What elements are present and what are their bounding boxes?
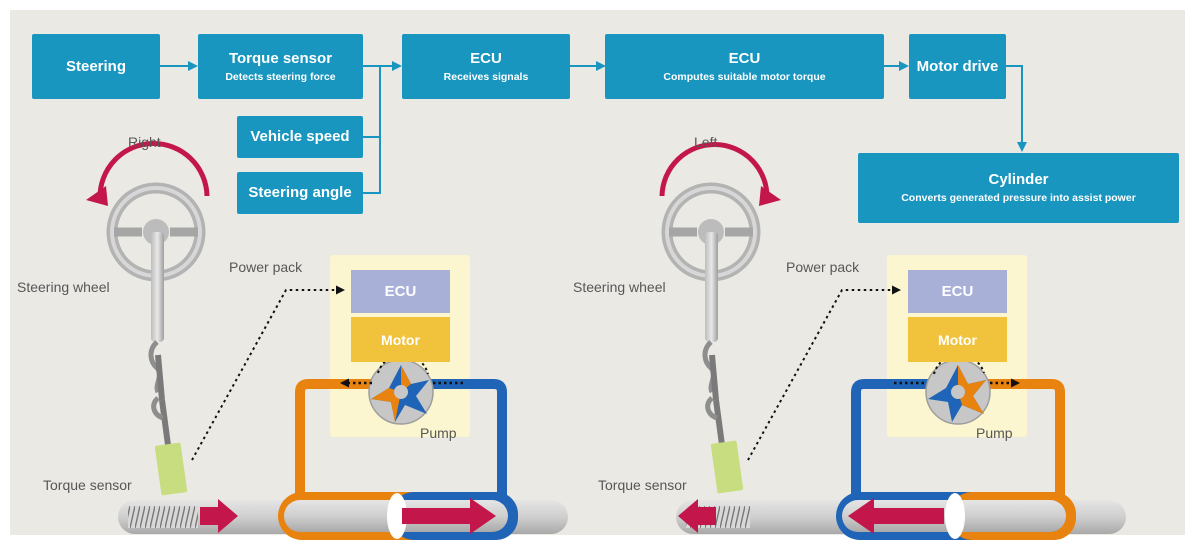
cylinder-sub: Converts generated pressure into assist … <box>901 192 1136 204</box>
rack-arrow-left-big <box>402 498 496 534</box>
rack-arrow-right-big <box>848 498 944 534</box>
vehicle-speed-label: Vehicle speed <box>250 128 350 145</box>
power-pack-label-right: Power pack <box>786 259 860 275</box>
motor-drive-label: Motor drive <box>916 57 999 75</box>
torque-sensor-right <box>710 440 744 494</box>
steering-wheel-label-left: Steering wheel <box>17 279 110 295</box>
direction-label-right: Left <box>694 134 718 150</box>
rack-arrow-right-small <box>678 499 716 533</box>
ecu-compute-box: ECU Computes suitable motor torque <box>605 34 884 99</box>
torque-sensor-title: Torque sensor <box>228 49 333 67</box>
ecu-receive-box: ECU Receives signals <box>402 34 570 99</box>
power-pack-label-left: Power pack <box>229 259 303 275</box>
steering-wheel-label-right: Steering wheel <box>573 279 666 295</box>
rack-arrow-left-small <box>200 499 238 533</box>
flow-connectors <box>160 61 1027 194</box>
ecu-compute-title: ECU <box>728 49 761 67</box>
vehicle-speed-box: Vehicle speed <box>237 116 363 158</box>
rotation-arrowhead-left <box>86 186 108 206</box>
ecu-compute-sub: Computes suitable motor torque <box>663 70 826 83</box>
steering-angle-box: Steering angle <box>237 172 363 214</box>
motor-drive-box: Motor drive <box>909 34 1006 99</box>
cylinder-box: Cylinder Converts generated pressure int… <box>858 153 1179 223</box>
torque-sensor-box: Torque sensor Detects steering force <box>198 34 363 99</box>
pump-label-right: Pump <box>976 425 1013 441</box>
cylinder-title: Cylinder <box>988 171 1049 188</box>
pump-label-left: Pump <box>420 425 457 441</box>
motor-block-left: Motor <box>351 317 450 362</box>
right-assembly <box>659 142 1126 540</box>
ecu-block-left: ECU <box>351 270 450 313</box>
ecu-receive-sub: Receives signals <box>443 70 529 83</box>
rotation-arrowhead-right <box>759 186 781 206</box>
torque-sensor-left <box>154 442 188 496</box>
torque-sensor-sub: Detects steering force <box>225 70 336 83</box>
torque-sensor-label-left: Torque sensor <box>43 477 132 493</box>
steering-label: Steering <box>65 57 126 75</box>
steering-box: Steering <box>32 34 160 99</box>
torque-sensor-label-right: Torque sensor <box>598 477 687 493</box>
direction-label-left: Right <box>128 134 161 150</box>
steering-angle-label: Steering angle <box>248 184 352 201</box>
left-assembly <box>86 141 568 540</box>
motor-block-right: Motor <box>908 317 1007 362</box>
ecu-receive-title: ECU <box>470 49 502 67</box>
ecu-block-right: ECU <box>908 270 1007 313</box>
